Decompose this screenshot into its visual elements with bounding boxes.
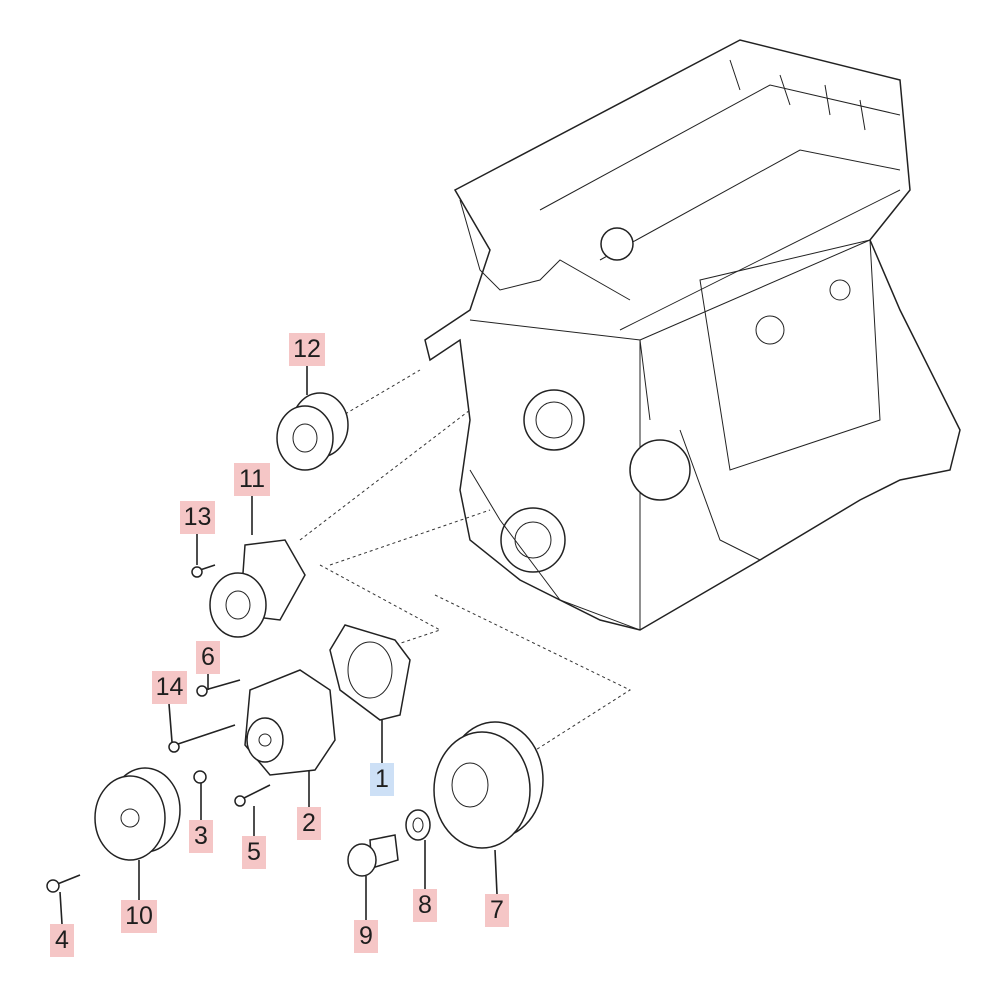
callout-8[interactable]: 8: [413, 889, 437, 922]
callout-2[interactable]: 2: [297, 807, 321, 840]
part-12-idler-pulley: [276, 392, 349, 471]
part-11-tensioner: [209, 539, 306, 638]
callout-9[interactable]: 9: [354, 920, 378, 953]
engine-block: [424, 39, 961, 631]
part-8-washer: [405, 809, 431, 841]
callout-1[interactable]: 1: [370, 763, 394, 796]
callout-12[interactable]: 12: [289, 333, 325, 366]
callout-3[interactable]: 3: [189, 820, 213, 853]
part-7-crank-pulley: [433, 721, 544, 849]
callout-7[interactable]: 7: [485, 894, 509, 927]
callout-11[interactable]: 11: [234, 463, 270, 496]
callout-14[interactable]: 14: [152, 671, 187, 704]
callout-5[interactable]: 5: [242, 836, 266, 869]
part-1-gasket: [329, 624, 411, 721]
bolts: [46, 564, 271, 893]
part-9-crank-bolt: [347, 834, 399, 877]
callout-13[interactable]: 13: [180, 501, 215, 534]
callout-6[interactable]: 6: [196, 641, 220, 674]
callout-10[interactable]: 10: [121, 900, 157, 933]
part-10-pump-pulley: [94, 767, 181, 861]
callout-4[interactable]: 4: [50, 924, 74, 957]
part-2-water-pump: [244, 669, 336, 776]
